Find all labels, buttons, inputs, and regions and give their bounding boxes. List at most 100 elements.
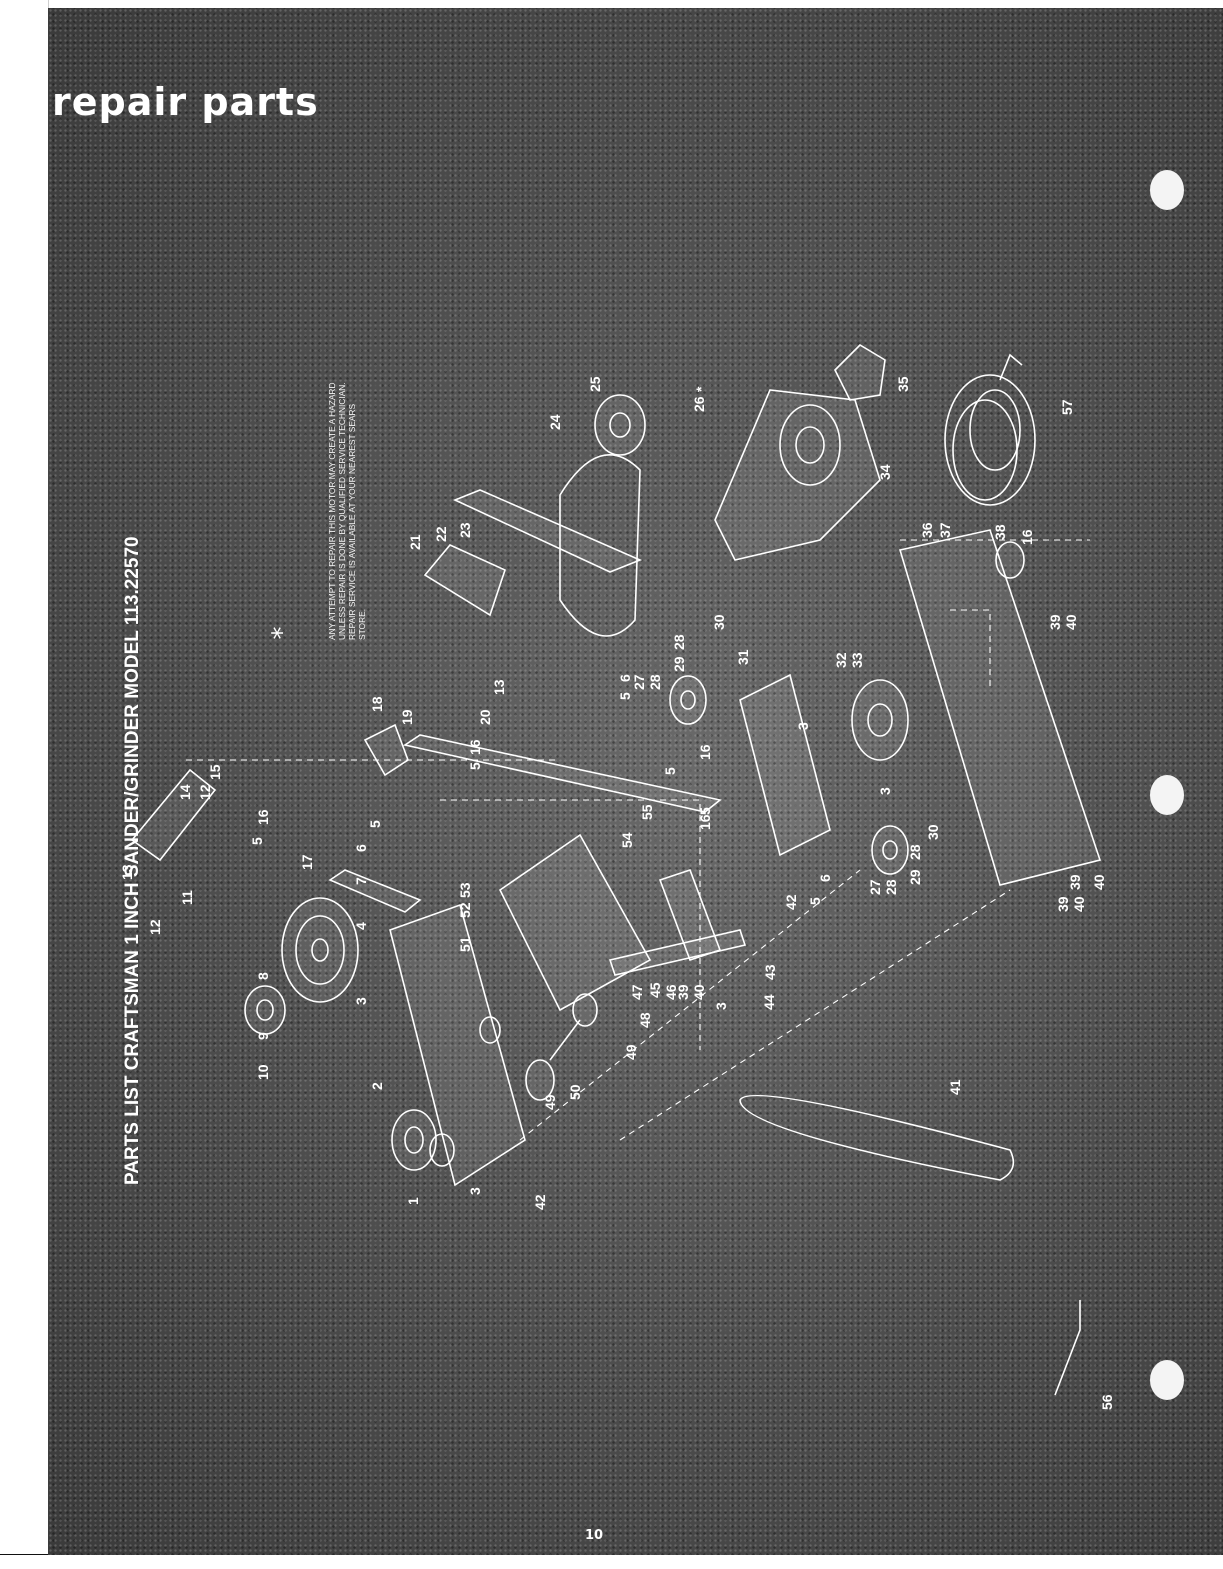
left-margin — [0, 0, 49, 1569]
callout-42: 42 — [532, 1194, 548, 1210]
callout-54: 54 — [619, 832, 635, 848]
callout-52: 52 — [457, 902, 473, 918]
part-23-channel — [452, 489, 643, 573]
binder-hole-middle — [1150, 775, 1184, 815]
callout-21: 21 — [407, 534, 423, 550]
part-17-bracket — [328, 869, 422, 913]
callout-57: 57 — [1059, 399, 1075, 415]
callout-56: 56 — [1099, 1394, 1115, 1410]
callout-22: 22 — [433, 526, 449, 542]
callout-27: 27 — [867, 879, 883, 895]
callout-55: 55 — [639, 804, 655, 820]
callout-6: 6 — [353, 844, 369, 852]
callout-15: 15 — [207, 764, 223, 780]
callout-16: 16 — [255, 809, 271, 825]
callout-34: 34 — [877, 464, 893, 480]
callout-2: 2 — [369, 1082, 385, 1090]
callout-40: 40 — [1091, 874, 1107, 890]
part-1-pulley — [391, 1109, 437, 1171]
callout-24: 24 — [547, 414, 563, 430]
callout-32: 32 — [833, 652, 849, 668]
callout-26-star: * — [693, 386, 709, 392]
part-35-cover — [834, 343, 886, 401]
part-21-guard — [423, 544, 506, 617]
part-49-50-spindle — [525, 993, 598, 1101]
part-11-arm — [130, 768, 217, 862]
assembly-line — [950, 609, 991, 690]
part-31-table-plate — [739, 673, 831, 857]
callout-31: 31 — [735, 649, 751, 665]
parts-sheet — [48, 8, 1223, 1555]
callout-42: 42 — [783, 894, 799, 910]
callout-48: 48 — [637, 1012, 653, 1028]
callout-51: 51 — [457, 936, 473, 952]
callout-29: 29 — [671, 656, 687, 672]
callout-45: 45 — [647, 982, 663, 998]
callout-3: 3 — [877, 787, 893, 795]
callout-8: 8 — [255, 972, 271, 980]
callout-29: 29 — [907, 869, 923, 885]
callout-40: 40 — [691, 984, 707, 1000]
callout-18: 18 — [369, 696, 385, 712]
callout-49: 49 — [623, 1044, 639, 1060]
part-29-pulley — [669, 675, 707, 725]
callout-16: 16 — [697, 814, 713, 830]
callout-26: 26 — [691, 396, 707, 412]
part-57-power-cord — [944, 353, 1036, 506]
part-10-idler-pulley — [244, 985, 286, 1035]
part-26-motor — [714, 389, 881, 561]
callout-3: 3 — [353, 997, 369, 1005]
callout-28: 28 — [883, 879, 899, 895]
callout-36: 36 — [919, 522, 935, 538]
part-25-motor-pulley — [594, 394, 646, 456]
callout-1: 1 — [405, 1197, 421, 1205]
callout-33: 33 — [849, 652, 865, 668]
callout-16: 16 — [697, 744, 713, 760]
part-44-plate — [608, 929, 747, 976]
callout-39: 39 — [675, 984, 691, 1000]
part-24-belt — [559, 453, 641, 637]
part-51-work-table — [498, 833, 652, 1012]
part-32-main-pulley — [851, 679, 909, 761]
callout-13: 13 — [491, 679, 507, 695]
callout-5: 5 — [807, 897, 823, 905]
callout-50: 50 — [567, 1084, 583, 1100]
callout-28: 28 — [671, 634, 687, 650]
callout-37: 37 — [937, 522, 953, 538]
callout-9: 9 — [255, 1032, 271, 1040]
callout-5: 5 — [467, 762, 483, 770]
part-8-drive-wheel — [281, 897, 359, 1003]
callout-39: 39 — [1067, 874, 1083, 890]
page-title: repair parts — [52, 80, 319, 124]
part-2-frame-plate — [389, 903, 526, 1187]
callout-12: 12 — [147, 919, 163, 935]
callout-3: 3 — [713, 1002, 729, 1010]
callout-5: 5 — [617, 692, 633, 700]
callout-3: 3 — [467, 1187, 483, 1195]
part-19-belt-rail — [402, 734, 722, 813]
part-29-lower-pulley — [871, 825, 909, 875]
part-56-hex-key — [1054, 1300, 1081, 1396]
callout-13: 13 — [119, 864, 135, 880]
part-base — [898, 529, 1102, 886]
part-41-sanding-belt — [739, 1094, 1015, 1181]
callout-12: 12 — [197, 784, 213, 800]
callout-40: 40 — [1071, 896, 1087, 912]
callout-38: 38 — [992, 524, 1008, 540]
callout-28: 28 — [647, 674, 663, 690]
callout-39: 39 — [1047, 614, 1063, 630]
callout-6: 6 — [817, 874, 833, 882]
callout-28: 28 — [907, 844, 923, 860]
callout-35: 35 — [895, 376, 911, 392]
callout-53: 53 — [457, 882, 473, 898]
callout-19: 19 — [399, 709, 415, 725]
callout-5: 5 — [249, 837, 265, 845]
callout-23: 23 — [457, 522, 473, 538]
callout-5: 5 — [367, 820, 383, 828]
callout-10: 10 — [255, 1064, 271, 1080]
part-38-foot — [995, 541, 1025, 579]
callout-30: 30 — [925, 824, 941, 840]
callout-25: 25 — [587, 376, 603, 392]
callout-39: 39 — [1055, 896, 1071, 912]
